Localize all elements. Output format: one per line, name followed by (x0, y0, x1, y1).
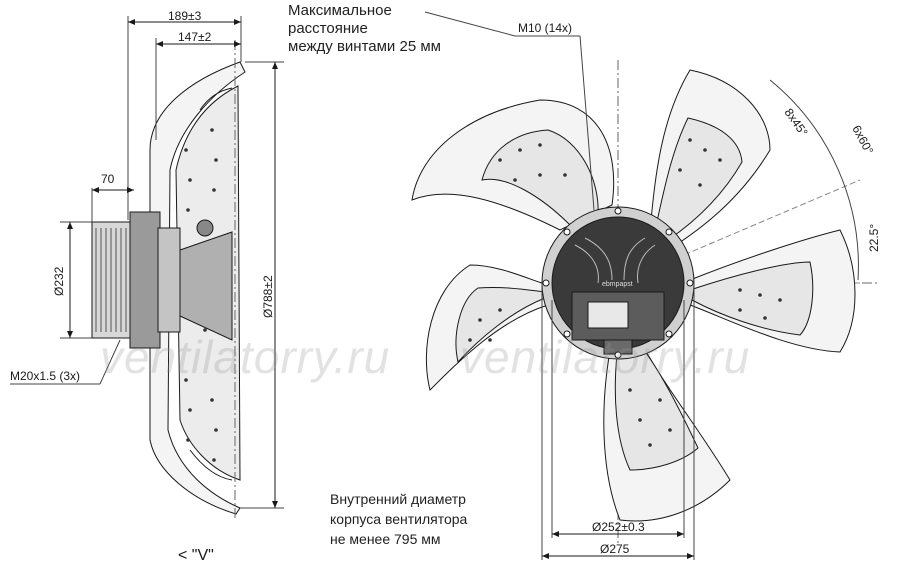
dim-788: Ø788±2 (261, 275, 275, 318)
note-bottom-line-3: не менее 795 мм (330, 531, 441, 547)
note-bottom-line-2: корпуса вентилятора (330, 511, 468, 527)
note-top-line-1: Максимальное (288, 2, 392, 19)
note-top: Максимальное расстояние между винтами 25… (288, 2, 441, 56)
watermark-right: ventilatorry.ru (460, 331, 751, 383)
side-view (10, 16, 284, 520)
hub-bolts (542, 207, 694, 359)
blade-inner-plates (455, 117, 814, 471)
dim-147: 147±2 (178, 30, 212, 44)
note-bottom-line-1: Внутренний диаметр (330, 491, 466, 507)
front-view (411, 11, 880, 560)
dim-22-5: 22.5° (867, 224, 881, 252)
view-direction-label: < "V" (178, 547, 214, 564)
dim-252: Ø252±0.3 (592, 520, 645, 534)
note-top-line-3: между винтами 25 мм (288, 38, 441, 55)
dim-8x45: 8x45° (782, 106, 811, 139)
dim-70: 70 (101, 172, 115, 186)
note-bottom: Внутренний диаметр корпуса вентилятора н… (330, 489, 467, 549)
brand-label: ebmpapst (602, 281, 633, 288)
note-top-line-2: расстояние (288, 20, 368, 37)
hub-wiring (574, 237, 656, 284)
dim-275: Ø275 (600, 542, 630, 556)
dim-thread: M20x1.5 (3x) (10, 369, 80, 383)
dim-232: Ø232 (52, 266, 66, 296)
dim-bolts: M10 (14x) (518, 21, 572, 35)
dim-189: 189±3 (168, 9, 202, 23)
front-rivets (468, 138, 782, 447)
dim-6x60: 6x60° (849, 123, 876, 157)
side-dims: 189±3 147±2 70 Ø232 Ø788±2 M20x1.5 (3x) … (10, 9, 275, 564)
side-motor-fins (95, 228, 127, 332)
watermark-left: ventilatorry.ru (100, 331, 391, 383)
side-motor-body (91, 221, 135, 339)
